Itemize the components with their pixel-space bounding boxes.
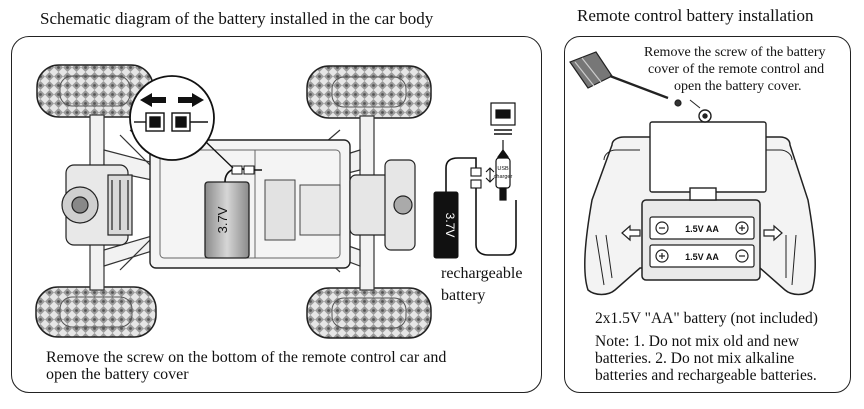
loose-battery-label: 3.7V — [443, 213, 457, 238]
steering-servo — [349, 159, 416, 251]
usb-label-1: USB — [497, 166, 509, 172]
aa-battery-1: 1.5V AA — [649, 216, 755, 240]
battery-spec-text: 2x1.5V "AA" battery (not included) — [595, 310, 818, 327]
screw-note-line2: cover of the remote control and — [648, 62, 825, 77]
note-line1: Note: 1. Do not mix old and new — [595, 333, 800, 350]
battery-connector — [231, 165, 255, 175]
screwdriver-icon — [569, 51, 682, 107]
left-slide-arrow-icon — [621, 224, 641, 242]
screw-note-line1: Remove the screw of the battery — [644, 45, 826, 60]
usb-label-2: charger — [494, 174, 513, 180]
aa-battery-1-label: 1.5V AA — [685, 224, 719, 234]
battery-plug — [470, 167, 495, 189]
car-instruction-line2: open the battery cover — [46, 366, 189, 383]
rechargeable-label-line1: rechargeable — [441, 265, 523, 282]
note-line3: batteries and rechargeable batteries. — [595, 367, 817, 384]
car-instruction-line1: Remove the screw on the bottom of the re… — [46, 349, 447, 366]
screw-note-line3: open the battery cover. — [674, 79, 802, 94]
usb-charger-icon: USB charger — [490, 102, 516, 201]
rechargeable-label-line2: battery — [441, 287, 486, 304]
aa-battery-2: 1.5V AA — [649, 244, 755, 268]
car-battery-label: 3.7V — [215, 206, 230, 233]
pull-apart-arrows-icon — [140, 93, 204, 107]
front-right-wheel — [306, 65, 432, 119]
charging-cable — [445, 157, 517, 256]
car-battery: 3.7V — [204, 181, 250, 259]
right-slide-arrow-icon — [763, 224, 783, 242]
remote-diagram-title: Remote control battery installation — [577, 6, 814, 25]
loose-battery: 3.7V — [433, 191, 459, 259]
connector-magnifier — [129, 75, 234, 169]
gearbox — [61, 164, 133, 246]
aa-battery-2-label: 1.5V AA — [685, 252, 719, 262]
battery-cover — [649, 109, 767, 201]
chassis-plate — [149, 139, 351, 269]
note-line2: batteries. 2. Do not mix alkaline — [595, 350, 795, 367]
car-diagram-title: Schematic diagram of the battery install… — [40, 9, 434, 28]
screw-pointer — [689, 99, 701, 109]
magnified-connector-icon — [134, 112, 208, 132]
